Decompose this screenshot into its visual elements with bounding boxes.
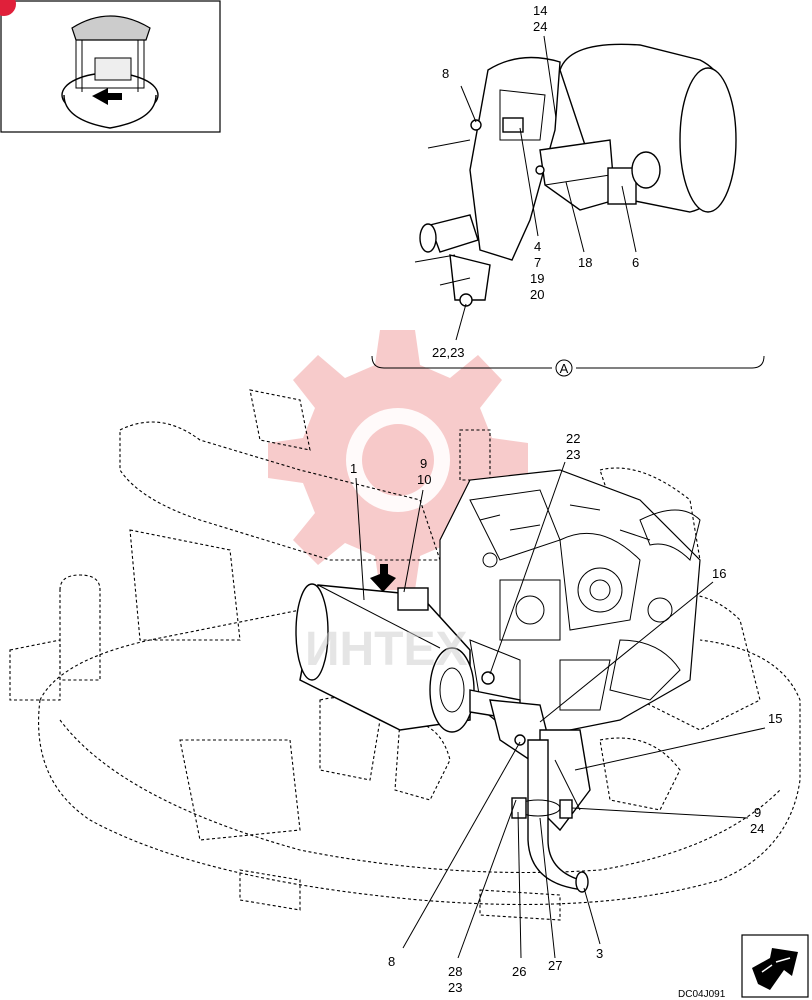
label-14: 14 (533, 3, 547, 18)
label-9-top: 9 (420, 456, 427, 471)
detail-a-marker-letter: A (560, 361, 569, 376)
label-6: 6 (632, 255, 639, 270)
orientation-icon (741, 934, 809, 998)
label-28: 28 (448, 964, 462, 979)
drawing-code: DC04J091 (678, 989, 726, 1000)
leader-lines (355, 35, 766, 959)
label-26: 26 (512, 964, 526, 979)
label-27: 27 (548, 958, 562, 973)
label-20: 20 (530, 287, 544, 302)
location-inset (0, 0, 221, 133)
label-8-bottom: 8 (388, 954, 395, 969)
install-arrow-icon (370, 564, 396, 592)
muffler-main (295, 564, 591, 893)
label-23-top: 23 (566, 447, 580, 462)
location-arrow-icon (92, 88, 122, 105)
label-15: 15 (768, 711, 782, 726)
label-4: 4 (534, 239, 541, 254)
label-8-top: 8 (442, 66, 449, 81)
page-badge-icon (0, 0, 16, 16)
label-7: 7 (534, 255, 541, 270)
label-16: 16 (712, 566, 726, 581)
label-18: 18 (578, 255, 592, 270)
detail-a-marker-circle (555, 359, 573, 377)
label-22-23-top: 22,23 (432, 345, 465, 360)
label-3: 3 (596, 946, 603, 961)
label-1: 1 (350, 461, 357, 476)
label-19: 19 (530, 271, 544, 286)
label-9-right: 9 (754, 805, 761, 820)
label-24-top: 24 (533, 19, 547, 34)
label-24-right: 24 (750, 821, 764, 836)
label-10: 10 (417, 472, 431, 487)
watermark-text: ИНТЕХ (305, 623, 468, 676)
label-22: 22 (566, 431, 580, 446)
label-23-bottom: 23 (448, 980, 462, 995)
detail-a-assembly (414, 43, 737, 307)
part-labels: 14 24 8 4 7 19 20 18 6 22,23 1 9 10 22 2… (350, 3, 782, 995)
